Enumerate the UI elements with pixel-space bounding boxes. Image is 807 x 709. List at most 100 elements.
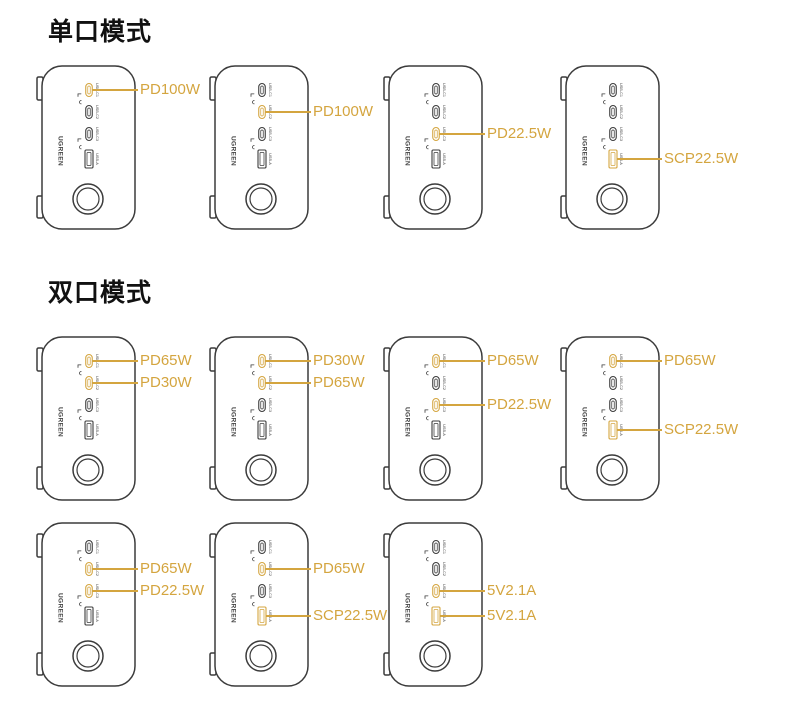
- charger-body: [388, 65, 483, 230]
- indicator-icon: [603, 145, 606, 150]
- usb-a-port-icon: USB-A: [431, 420, 446, 440]
- leader-line: [92, 360, 138, 362]
- port-label: USB-A: [95, 153, 99, 165]
- indicator-icon: [250, 93, 255, 97]
- charger-body: [41, 65, 136, 230]
- usb-c3-port-icon: USB-C3: [258, 126, 272, 142]
- indicator-icon: [603, 371, 606, 376]
- indicator-icon: [601, 409, 606, 413]
- indicator-icon: [252, 416, 255, 421]
- usb-c3-port-icon: USB-C3: [258, 397, 272, 413]
- charger-button-inner-icon: [423, 458, 447, 482]
- indicator-icon: [603, 416, 606, 421]
- port-label: USB-C2: [619, 376, 623, 390]
- port-tongue: [434, 129, 438, 139]
- indicator-icon: [79, 602, 82, 607]
- indicator-icon: [426, 557, 429, 562]
- port-tongue: [611, 85, 615, 95]
- brand-logo-text: UGREEN: [57, 407, 64, 437]
- charger-body: [214, 65, 309, 230]
- power-output-label: SCP22.5W: [313, 607, 388, 624]
- port-tongue: [87, 564, 91, 574]
- port-label: USB-C3: [95, 127, 99, 141]
- port-outline: [258, 583, 266, 599]
- indicator-icon: [77, 93, 82, 97]
- port-label: USB-C3: [619, 127, 623, 141]
- leader-line: [92, 89, 138, 91]
- charger-diagram: UGREENUSB-C1USB-C2USB-C3USB-APD65WPD22.5…: [36, 521, 204, 689]
- port-tongue: [260, 400, 264, 410]
- indicator-icon: [424, 550, 429, 554]
- port-tongue: [434, 107, 438, 117]
- port-tongue: [434, 564, 438, 574]
- charger-diagram: UGREENUSB-C1USB-C2USB-C3USB-APD65WSCP22.…: [560, 335, 738, 503]
- port-tongue: [87, 129, 91, 139]
- brand-logo-text: UGREEN: [57, 593, 64, 623]
- charger-body: [214, 336, 309, 501]
- port-tongue: [87, 85, 91, 95]
- charger-button-inner-icon: [600, 187, 624, 211]
- port-label: USB-A: [95, 424, 99, 436]
- leader-line: [439, 133, 485, 135]
- brand-logo-text: UGREEN: [581, 407, 588, 437]
- port-tongue: [260, 542, 264, 552]
- usb-c2-port-icon: USB-C2: [609, 375, 623, 391]
- indicator-icon: [424, 409, 429, 413]
- usb-c1-port-icon: USB-C1: [432, 82, 446, 98]
- usb-c1-port-icon: USB-C1: [85, 539, 99, 555]
- usb-a-port-icon: USB-A: [257, 149, 272, 169]
- power-output-label: PD65W: [313, 560, 365, 577]
- charger-button-inner-icon: [76, 187, 100, 211]
- port-outline: [609, 104, 617, 120]
- indicator-icon: [424, 138, 429, 142]
- brand-logo-text: UGREEN: [404, 136, 411, 166]
- indicator-icon: [252, 557, 255, 562]
- port-outline: [85, 539, 93, 555]
- power-output-label: PD30W: [140, 374, 192, 391]
- power-output-label: PD65W: [664, 352, 716, 369]
- port-tongue: [611, 129, 615, 139]
- indicator-icon: [77, 550, 82, 554]
- power-output-label: SCP22.5W: [664, 150, 739, 167]
- port-outline: [432, 104, 440, 120]
- port-label: USB-C1: [442, 83, 446, 97]
- port-label: USB-C3: [95, 398, 99, 412]
- charger-button-inner-icon: [423, 187, 447, 211]
- power-output-label: SCP22.5W: [664, 421, 739, 438]
- port-label: USB-C2: [95, 105, 99, 119]
- indicator-icon: [603, 100, 606, 105]
- indicator-icon: [250, 550, 255, 554]
- port-tongue: [260, 129, 264, 139]
- charger-body: [388, 522, 483, 687]
- leader-line: [265, 111, 311, 113]
- brand-logo-text: UGREEN: [581, 136, 588, 166]
- indicator-icon: [601, 138, 606, 142]
- leader-line: [617, 429, 662, 431]
- indicator-icon: [77, 138, 82, 142]
- port-tongue: [434, 356, 438, 366]
- port-tongue: [611, 107, 615, 117]
- port-tongue: [87, 107, 91, 117]
- charger-diagram: UGREENUSB-C1USB-C2USB-C3USB-APD65WPD22.5…: [383, 335, 551, 503]
- usb-c2-port-icon: USB-C2: [432, 104, 446, 120]
- charger-button-inner-icon: [76, 644, 100, 668]
- leader-line: [265, 568, 311, 570]
- indicator-icon: [426, 100, 429, 105]
- port-outline: [609, 375, 617, 391]
- indicator-icon: [250, 364, 255, 368]
- usb-c3-port-icon: USB-C3: [85, 397, 99, 413]
- power-output-label: PD30W: [313, 352, 365, 369]
- port-outline: [432, 561, 440, 577]
- port-tongue: [259, 423, 265, 437]
- port-outline: [85, 126, 93, 142]
- port-outline: [432, 375, 440, 391]
- port-label: USB-A: [268, 424, 272, 436]
